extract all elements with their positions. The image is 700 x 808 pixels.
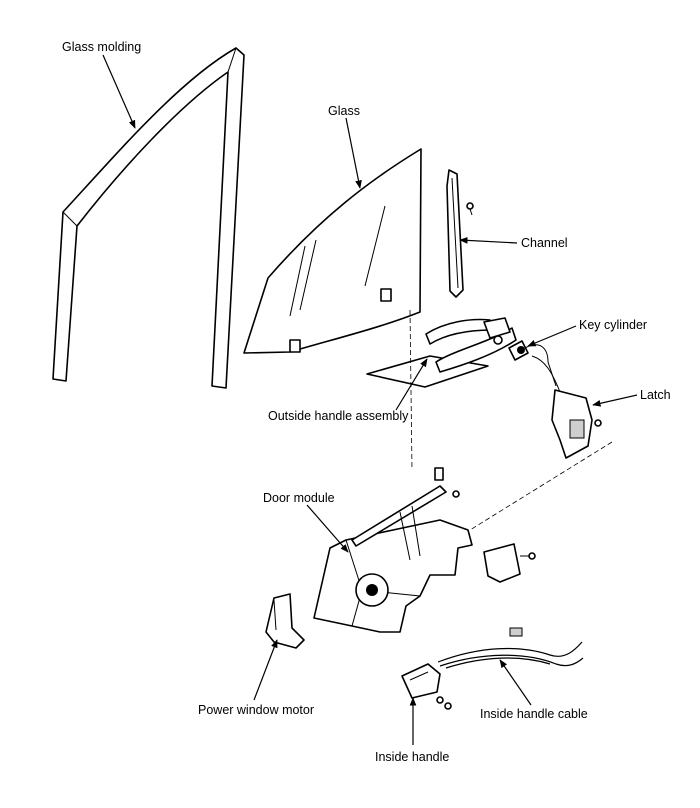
channel-part — [446, 169, 474, 298]
power-window-motor-part — [265, 593, 305, 649]
label-inside-handle: Inside handle — [375, 750, 449, 764]
label-inside-handle-cable: Inside handle cable — [480, 707, 588, 721]
door-module-part — [313, 467, 473, 633]
inside-handle-cable-part — [437, 627, 584, 669]
label-glass-molding: Glass molding — [62, 40, 141, 54]
label-glass: Glass — [328, 104, 360, 118]
glass-molding-part — [52, 47, 245, 389]
inside-handle-part — [401, 663, 452, 710]
label-door-module: Door module — [263, 491, 335, 505]
label-key-cylinder: Key cylinder — [579, 318, 647, 332]
leader-lines — [102, 54, 638, 745]
label-latch: Latch — [640, 388, 671, 402]
key-cylinder-part — [508, 340, 529, 361]
outside-handle-assembly-part — [366, 317, 517, 388]
glass-part — [243, 148, 422, 354]
label-power-window-motor: Power window motor — [198, 703, 314, 717]
latch-part — [524, 344, 602, 459]
bracket-part — [483, 543, 536, 583]
label-outside-handle-assembly: Outside handle assembly — [268, 409, 409, 423]
label-channel: Channel — [521, 236, 568, 250]
